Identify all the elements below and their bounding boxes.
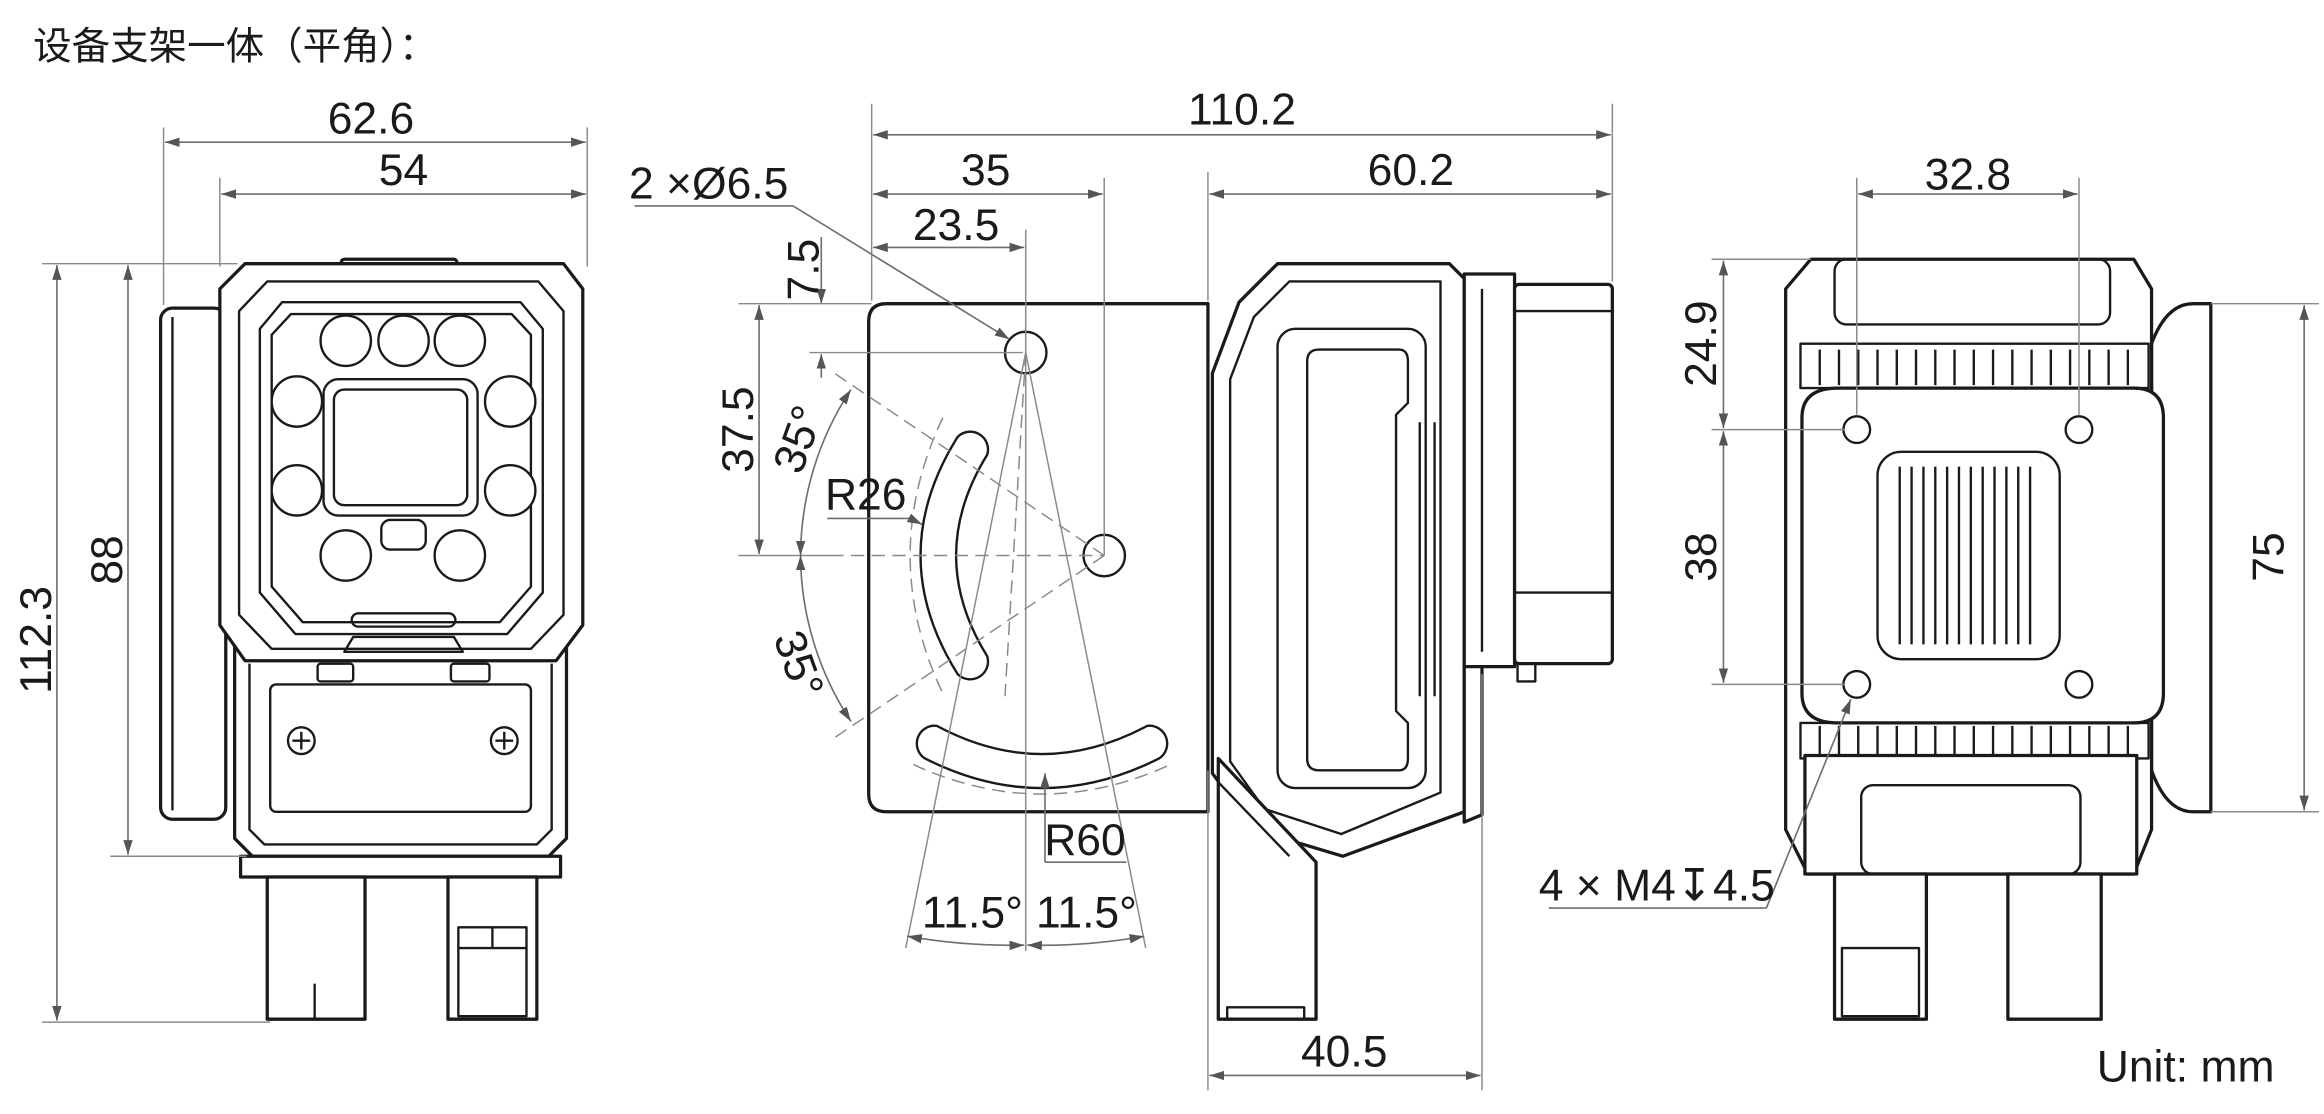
dimension-hole-offset: 35: [873, 146, 1103, 199]
connector-left: [265, 875, 367, 1021]
connector-right: [446, 875, 539, 1021]
dimension-tilt-range: 11.5° 11.5°: [907, 888, 1145, 951]
unit-label: Unit: mm: [2097, 1042, 2275, 1091]
screw-icon: [286, 726, 316, 756]
dimension-width-outer: 62.6: [162, 94, 588, 306]
led-icon: [270, 375, 324, 428]
cooling-fins-bottom: [1799, 721, 2150, 760]
lower-body-rim: [248, 663, 553, 846]
dimension-connector-offset: 40.5: [1207, 674, 1483, 1091]
led-icon: [483, 375, 537, 428]
cooling-fins-top: [1799, 342, 2150, 390]
slot-radius-callout: R26: [825, 471, 923, 526]
dim-label-23-5: 23.5: [913, 201, 1000, 250]
tilt-ray-left: [904, 352, 1027, 949]
led-icon: [377, 314, 430, 368]
tilt-label-left: 11.5°: [922, 888, 1023, 937]
angle-label-lower: 35°: [764, 624, 833, 704]
angle-ray-upper: [829, 369, 1105, 557]
dim-label-110-2: 110.2: [1188, 85, 1296, 134]
thread-callout-label: 4 × M4↧4.5: [1539, 862, 1775, 911]
hinge-right: [449, 662, 491, 683]
side-connector: [1216, 756, 1318, 1021]
threaded-hole: [1842, 669, 1872, 699]
lens-window: [322, 378, 479, 517]
angle-label-upper: 35°: [764, 400, 833, 480]
arc-slot-vertical: [919, 430, 990, 681]
lower-body-panel: [269, 683, 533, 813]
dim-label-75: 75: [2244, 532, 2293, 581]
led-icon: [270, 463, 324, 517]
thread-callout-leader: 4 × M4↧4.5: [1539, 698, 1852, 911]
dim-label-60-2: 60.2: [1368, 146, 1455, 195]
dim-label-32-8: 32.8: [1925, 151, 2012, 200]
dim-label-40-5: 40.5: [1301, 1028, 1388, 1077]
dimension-height-body: 88: [83, 265, 247, 857]
lens-window-inner: [332, 388, 469, 507]
dim-label-112-3: 112.3: [12, 586, 61, 694]
dim-label-7-5: 7.5: [779, 239, 828, 301]
drawing-title: 设备支架一体（平角）：: [33, 24, 437, 69]
led-icon: [319, 529, 373, 582]
dimension-back-hole-top: 24.9: [1677, 258, 1845, 431]
dimension-width-inner: 54: [219, 146, 586, 267]
bracket-plate: [867, 302, 1210, 814]
threaded-hole: [2064, 415, 2094, 445]
threaded-hole: [1842, 415, 1872, 445]
hole-callout-leader: 2 ×Ø6.5: [629, 160, 1010, 340]
dim-label-37-5: 37.5: [714, 386, 763, 472]
dimension-height-total: 112.3: [12, 262, 271, 1023]
side-view: 110.2 35 23.5 60.2 2 ×Ø6.5 7.5: [629, 85, 1614, 1091]
led-icon: [319, 314, 373, 368]
hinge-left: [316, 662, 355, 683]
camera-face-inner: [270, 312, 533, 624]
back-top-recess: [1833, 258, 2112, 326]
dimension-overall-length: 110.2: [870, 85, 1614, 301]
front-view: 62.6 54 112.3 88: [12, 94, 588, 1023]
back-view: 32.8 24.9 38 75 4 × M4↧4.5: [1539, 151, 2319, 1021]
threaded-hole: [2064, 669, 2094, 699]
slot-radius-label: R26: [825, 471, 907, 520]
tilt-ray-right: [1024, 352, 1147, 949]
pivot-ray: [1004, 352, 1027, 697]
led-ring: [270, 314, 537, 582]
indicator-pill: [380, 518, 427, 551]
bottom-slot-centerline: [912, 763, 1172, 795]
dimension-camera-length: 60.2: [1207, 146, 1611, 301]
camera-head-bezel: [237, 280, 565, 651]
bottom-slot-radius-label: R60: [1044, 816, 1126, 865]
dim-label-54: 54: [379, 146, 428, 195]
angle-ray-lower: [829, 554, 1105, 742]
arc-slot-horizontal: [915, 724, 1169, 790]
dimension-back-hole-spacing-y: 38: [1677, 431, 1845, 686]
dim-label-62-6: 62.6: [328, 94, 414, 143]
camera-face: [258, 301, 544, 636]
bottom-slot-radius-callout: R60: [1040, 773, 1127, 865]
back-lower-recess: [1860, 783, 2082, 876]
led-icon: [433, 314, 487, 368]
back-connector-right: [2006, 872, 2103, 1021]
bracket-plate-edge: [158, 306, 228, 821]
dim-label-88: 88: [83, 535, 132, 584]
led-icon: [433, 529, 487, 582]
tilt-label-right: 11.5°: [1036, 888, 1137, 937]
back-lower-block: [1803, 753, 2139, 876]
dim-label-35: 35: [961, 146, 1010, 195]
heat-sink: [1876, 450, 2061, 661]
led-icon: [483, 463, 537, 517]
front-latch: [343, 635, 464, 653]
back-connector-left: [1832, 872, 1929, 1021]
dim-label-24-9: 24.9: [1677, 300, 1726, 386]
dimension-hole-spacing-x: 32.8: [1856, 151, 2080, 415]
front-slot: [350, 612, 457, 628]
base-strip: [238, 854, 563, 879]
screw-icon: [489, 726, 519, 756]
hole-callout-label: 2 ×Ø6.5: [629, 160, 788, 209]
dimension-plate-height: 75: [2210, 302, 2319, 813]
dimension-hole-center: 23.5: [873, 201, 1025, 253]
dimension-hole-top: 7.5: [779, 237, 1023, 378]
camera-side-profile: [1210, 262, 1614, 858]
dim-label-38: 38: [1677, 532, 1726, 581]
